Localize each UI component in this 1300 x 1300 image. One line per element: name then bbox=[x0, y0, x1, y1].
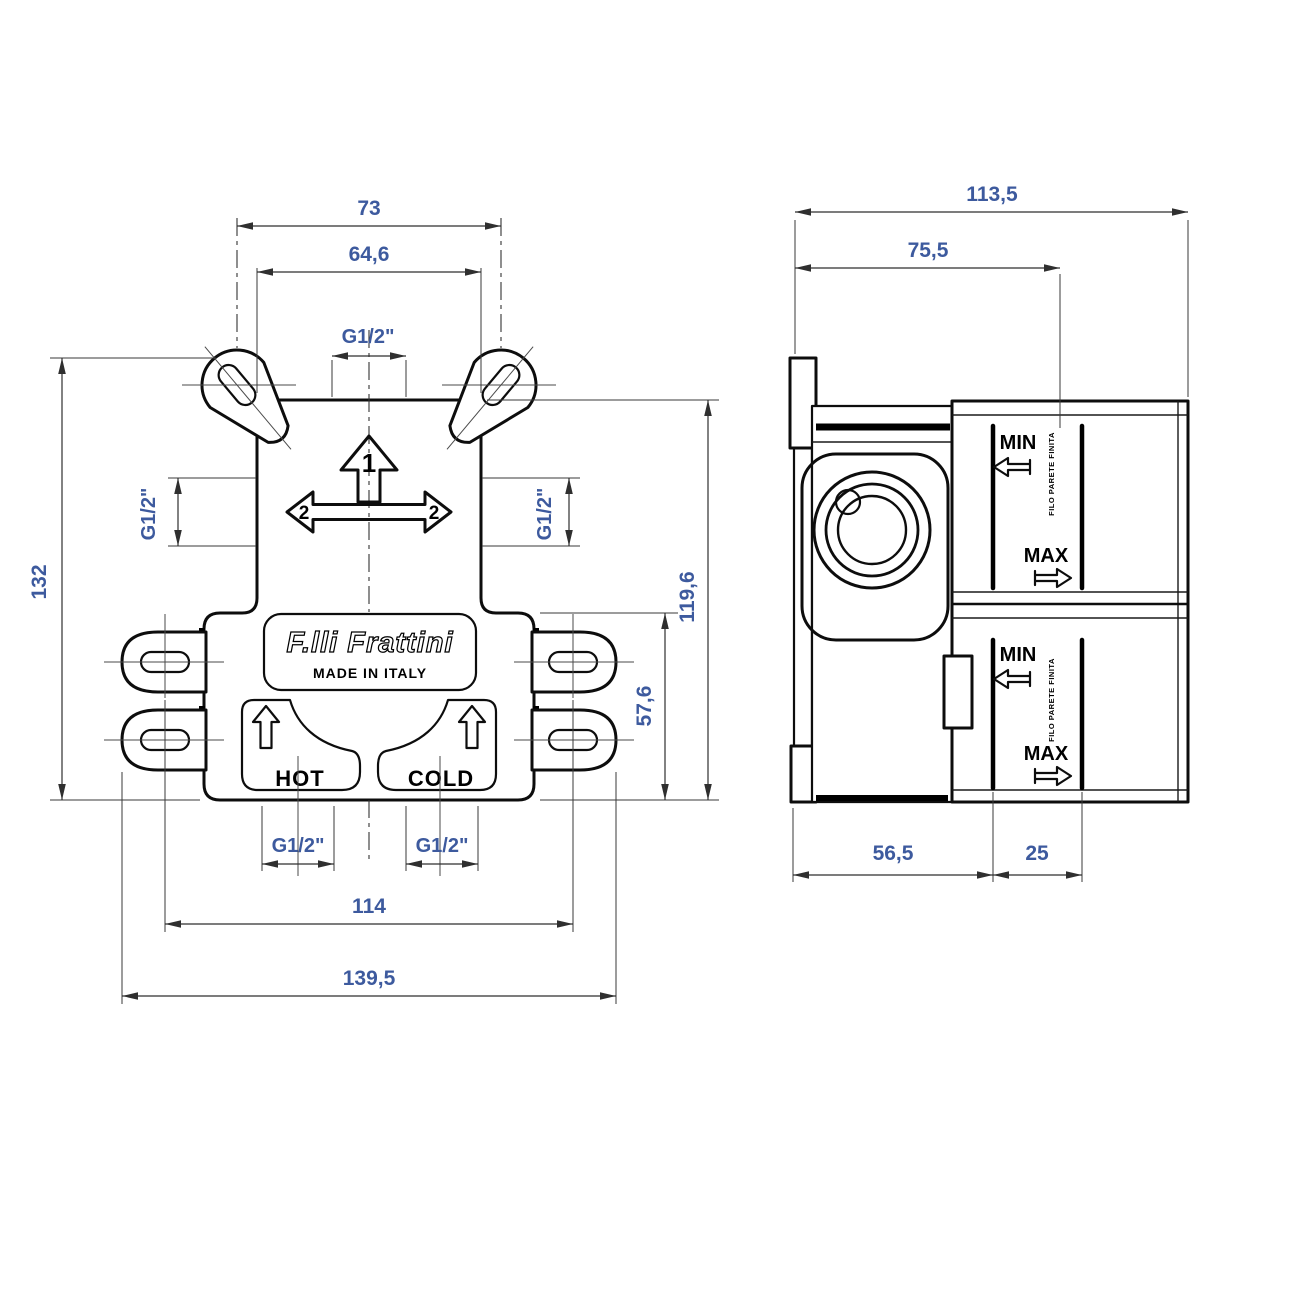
dim-text-thread-cold: G1/2" bbox=[416, 835, 469, 857]
box-clip-tab bbox=[942, 654, 974, 730]
front-view: F.lli Frattini MADE IN ITALY HOT COLD 1 … bbox=[28, 197, 719, 1004]
dim-text-thread-left: G1/2" bbox=[138, 488, 160, 541]
brand-logo-text: F.lli Frattini bbox=[286, 627, 453, 659]
side-port-inner-circle bbox=[836, 494, 908, 566]
dim-text-lug-spacing-bottom: 114 bbox=[352, 895, 386, 918]
outlet-1-digit: 1 bbox=[362, 448, 376, 478]
min-label-lower: MIN bbox=[1000, 644, 1037, 666]
valve-side-body bbox=[810, 404, 954, 804]
max-label-lower: MAX bbox=[1024, 743, 1069, 765]
lug-axis-centerline bbox=[204, 346, 292, 450]
dim-text-thread-top: G1/2" bbox=[342, 326, 395, 348]
wall-note-upper: FILO PARETE FINITA bbox=[1047, 432, 1056, 516]
dim-text-lug-spacing-top: 73 bbox=[357, 197, 380, 220]
dim-text-body-height: 119,6 bbox=[676, 571, 699, 622]
min-left-arrow-icon bbox=[992, 668, 1032, 690]
dim-text-body-depth: 56,5 bbox=[873, 842, 914, 865]
cold-label: COLD bbox=[408, 766, 474, 791]
max-label-upper: MAX bbox=[1024, 545, 1069, 567]
depth-gauge-lower: MIN FILO PARETE FINITA MAX bbox=[990, 637, 1085, 791]
lug-axis-centerline bbox=[446, 346, 534, 450]
side-port-outer-circle bbox=[812, 470, 932, 590]
cold-inlet-panel: COLD bbox=[376, 698, 498, 792]
min-left-arrow-icon bbox=[992, 456, 1032, 478]
hot-flow-up-arrow-icon bbox=[251, 704, 281, 750]
outlet-2-digit-left: 2 bbox=[299, 503, 310, 524]
outlet-2-digit-right: 2 bbox=[429, 503, 440, 524]
dim-text-overall-height: 132 bbox=[28, 564, 51, 599]
dim-text-overall-width: 139,5 bbox=[343, 967, 396, 990]
outlet-2-arrow: 2 2 bbox=[285, 490, 453, 534]
hot-label: HOT bbox=[275, 766, 324, 791]
hot-inlet-panel: HOT bbox=[240, 698, 362, 792]
protection-box bbox=[950, 399, 1190, 804]
side-port-pin-hole bbox=[834, 488, 862, 516]
max-right-arrow-icon bbox=[1033, 765, 1073, 787]
side-port-mid-circle bbox=[824, 482, 920, 578]
outlet-1-arrow: 1 bbox=[339, 434, 399, 504]
wall-note-lower: FILO PARETE FINITA bbox=[1047, 658, 1056, 742]
max-right-arrow-icon bbox=[1033, 567, 1073, 589]
min-label-upper: MIN bbox=[1000, 432, 1037, 454]
brand-plate bbox=[262, 612, 478, 692]
side-view: MIN FILO PARETE FINITA MAX MIN FILO PARE… bbox=[788, 183, 1190, 882]
dim-text-wall-to-front: 75,5 bbox=[908, 239, 949, 262]
dim-text-adjustment-range: 25 bbox=[1025, 842, 1049, 865]
dim-text-lower-height: 57,6 bbox=[633, 686, 656, 727]
made-in-italy-text: MADE IN ITALY bbox=[313, 665, 427, 681]
dim-text-body-width-top: 64,6 bbox=[349, 243, 390, 266]
depth-gauge-upper: MIN FILO PARETE FINITA MAX bbox=[990, 423, 1085, 591]
dim-text-overall-depth: 113,5 bbox=[966, 183, 1018, 206]
cold-flow-up-arrow-icon bbox=[457, 704, 487, 750]
dim-text-thread-hot: G1/2" bbox=[272, 835, 325, 857]
side-port-boss bbox=[800, 452, 950, 642]
dim-text-thread-right: G1/2" bbox=[534, 488, 556, 541]
